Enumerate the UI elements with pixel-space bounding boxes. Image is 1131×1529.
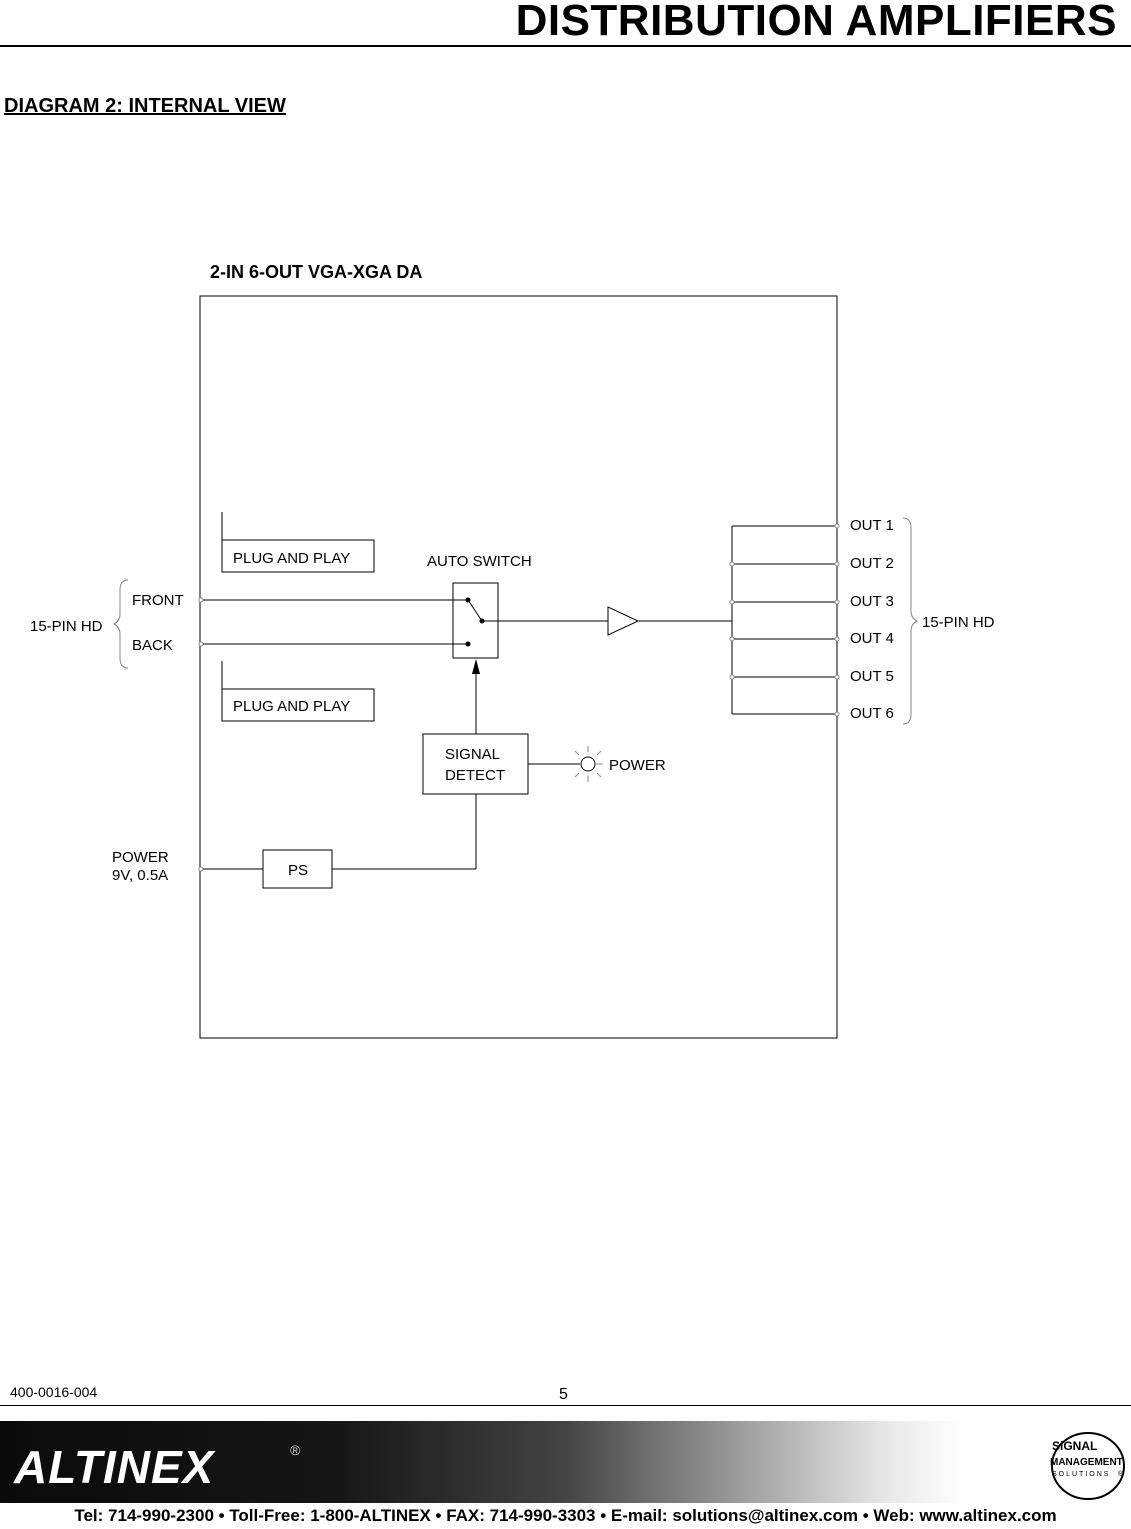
footer-brand-band	[0, 1421, 1131, 1503]
output-connector-label: 15-PIN HD	[922, 614, 995, 631]
diagram-title: 2-IN 6-OUT VGA-XGA DA	[210, 262, 422, 282]
power-input-terminal	[198, 866, 204, 872]
page-header-title: DISTRIBUTION AMPLIFIERS	[515, 0, 1117, 45]
header-rule	[0, 45, 1131, 47]
plug-and-play-bottom-box	[221, 688, 375, 722]
page-number: 5	[559, 1386, 568, 1403]
contact-information: Tel: 714-990-2300 • Toll-Free: 1-800-ALT…	[74, 1506, 1057, 1525]
bus-junctions	[729, 561, 735, 680]
enclosure	[199, 295, 838, 1039]
input-brace	[112, 579, 129, 669]
registered-mark: ®	[290, 1442, 301, 1458]
ps-label: PS	[288, 862, 308, 879]
detect-arrowhead	[472, 659, 480, 674]
input-back-label: BACK	[132, 637, 173, 654]
signal-management-solutions-logo: SiGNAL MANAGEMENT SOLUTIONS ®	[1050, 1432, 1125, 1500]
signal-detect-box	[422, 733, 529, 795]
output-lines	[732, 525, 836, 715]
output-label-4: OUT 4	[850, 630, 894, 647]
signal-detect-label-line2: DETECT	[445, 767, 505, 784]
output-label-2: OUT 2	[850, 555, 894, 572]
plug-and-play-top-label: PLUG AND PLAY	[233, 550, 350, 567]
section-title: DIAGRAM 2: INTERNAL VIEW	[4, 95, 286, 117]
output-label-1: OUT 1	[850, 517, 894, 534]
output-label-3: OUT 3	[850, 593, 894, 610]
auto-switch-label: AUTO SWITCH	[427, 553, 532, 570]
power-led-icon	[574, 746, 603, 782]
output-brace	[902, 517, 919, 725]
svg-text:SOLUTIONS: SOLUTIONS	[1052, 1471, 1110, 1478]
plug-and-play-bottom-label: PLUG AND PLAY	[233, 698, 350, 715]
power-led-label: POWER	[609, 757, 666, 774]
output-label-6: OUT 6	[850, 705, 894, 722]
power-input-label-line2: 9V, 0.5A	[112, 867, 168, 884]
input-connector-label: 15-PIN HD	[30, 618, 103, 635]
plug-and-play-top-box	[221, 539, 375, 573]
back-input-terminal	[198, 641, 204, 647]
switch-arm	[467, 599, 483, 622]
svg-text:MANAGEMENT: MANAGEMENT	[1050, 1457, 1123, 1468]
svg-text:SiGNAL: SiGNAL	[1052, 1439, 1097, 1453]
svg-text:®: ®	[1118, 1470, 1124, 1478]
amplifier-triangle	[607, 606, 640, 636]
output-terminals	[834, 523, 840, 717]
switch-contact-back	[465, 641, 471, 647]
output-label-5: OUT 5	[850, 668, 894, 685]
front-input-terminal	[198, 597, 204, 603]
footer-rule	[0, 1405, 1131, 1406]
power-input-label-line1: POWER	[112, 849, 169, 866]
altinex-logo: ALTINEX	[14, 1441, 215, 1493]
input-front-label: FRONT	[132, 592, 184, 609]
signal-detect-label-line1: SIGNAL	[445, 746, 500, 763]
document-number: 400-0016-004	[10, 1384, 98, 1400]
